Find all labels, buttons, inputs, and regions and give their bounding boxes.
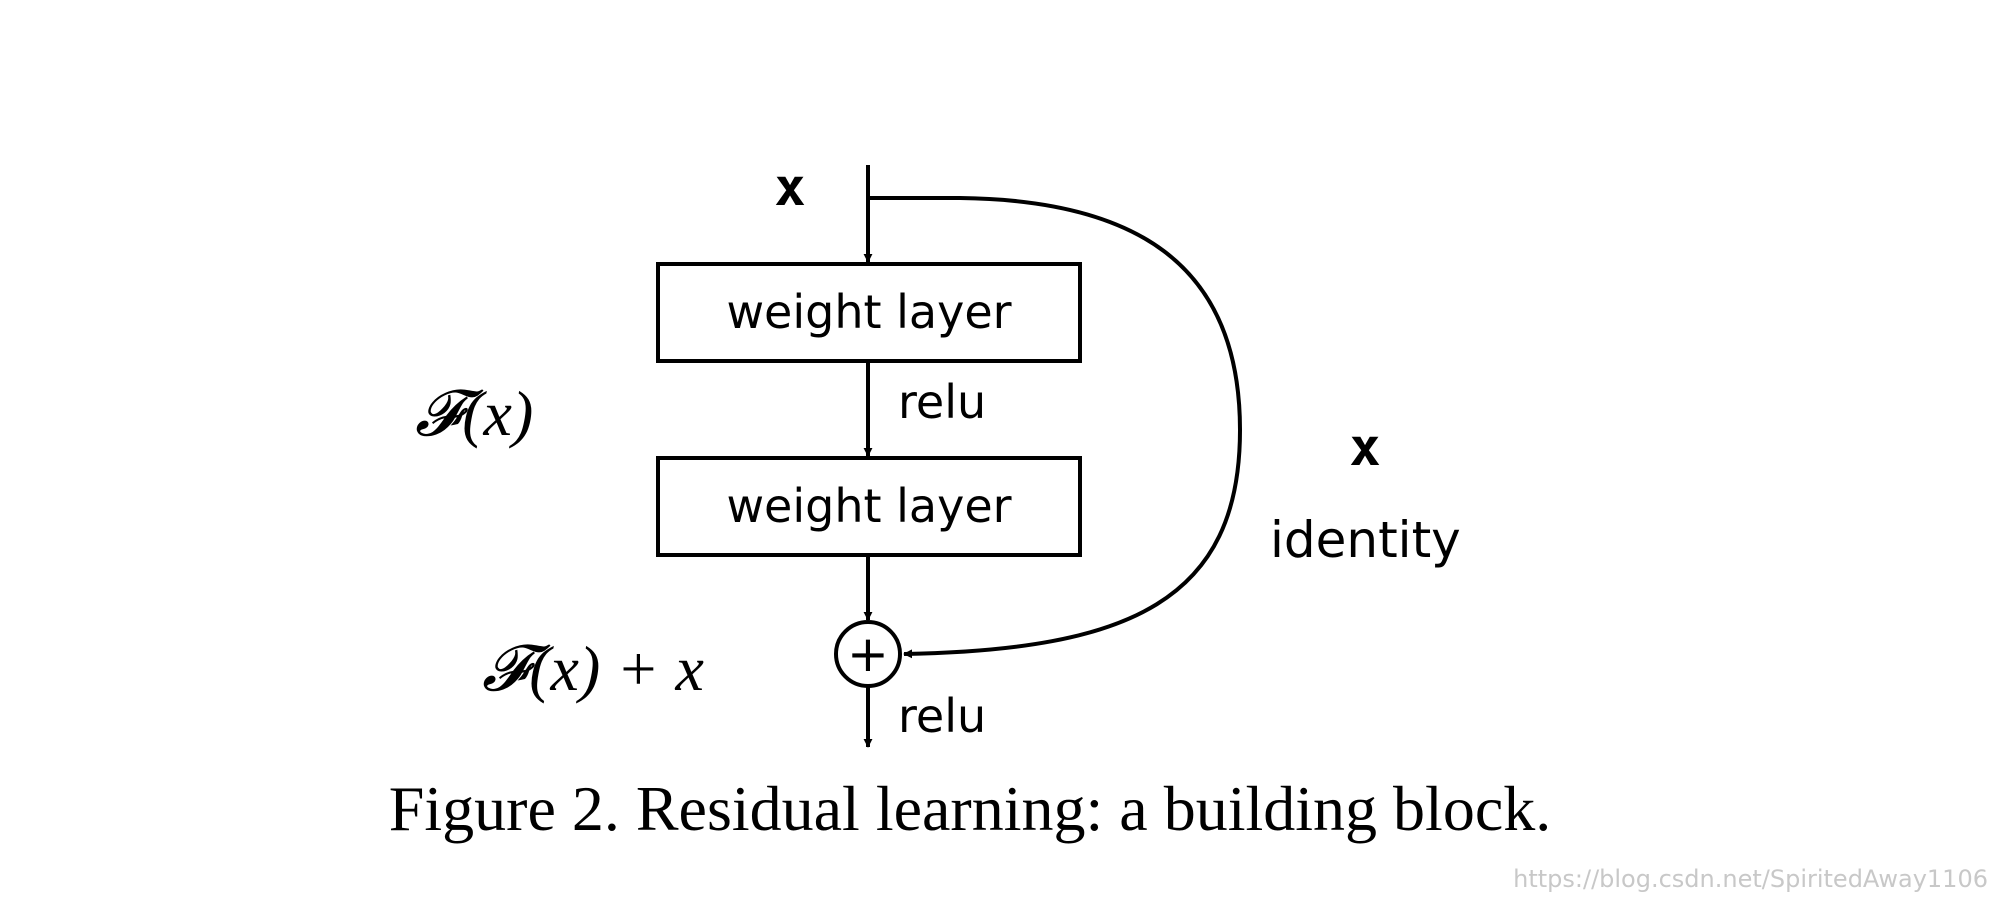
identity-label: identity bbox=[1270, 511, 1461, 569]
weight-layer-1-box bbox=[656, 262, 1082, 363]
weight-layer-2-label: weight layer bbox=[726, 479, 1011, 533]
watermark: https://blog.csdn.net/SpiritedAway1106 bbox=[1513, 865, 1988, 893]
weight-layer-2-box bbox=[656, 456, 1082, 557]
relu-mid-label: relu bbox=[898, 375, 986, 429]
relu-out-label: relu bbox=[898, 689, 986, 743]
addition-symbol: + bbox=[847, 625, 889, 683]
input-x-label: x bbox=[774, 158, 805, 218]
identity-shortcut-arrow bbox=[868, 196, 1243, 659]
figure-caption: Figure 2. Residual learning: a building … bbox=[389, 773, 1551, 844]
sum-label: 𝓕(x) + x bbox=[482, 633, 704, 704]
residual-fx-label: 𝓕(x) bbox=[415, 378, 533, 449]
weight-layer-1-label: weight layer bbox=[726, 285, 1011, 339]
shortcut-x-label: x bbox=[1349, 418, 1380, 478]
